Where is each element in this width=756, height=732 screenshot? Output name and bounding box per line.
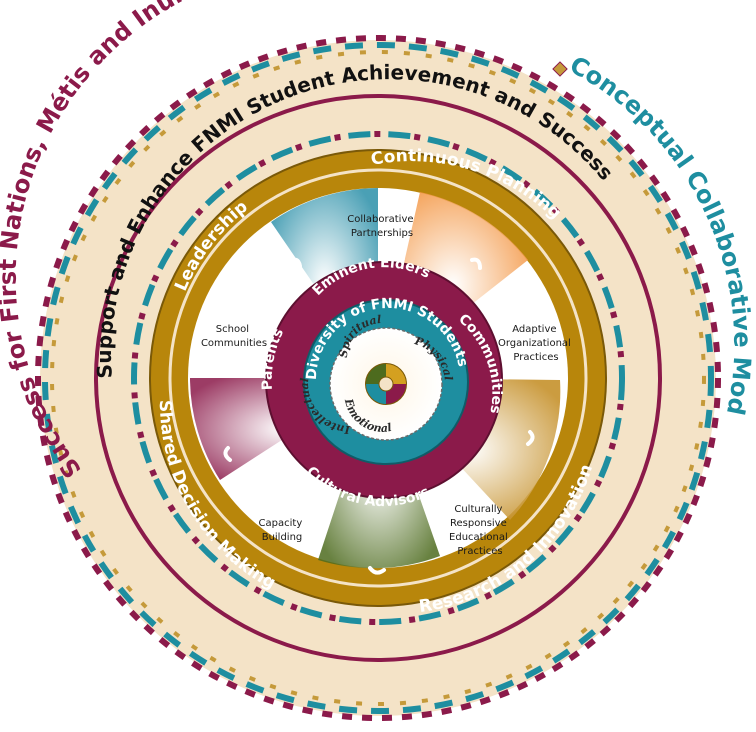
separator-diamond-icon (552, 61, 568, 77)
sector-label-adaptive-practices: Adaptive Organizational Practices (498, 324, 574, 363)
sector-label-school-communities: School Communities (201, 324, 267, 349)
swoosh-markers (223, 257, 535, 575)
beige-dash-ring (131, 131, 625, 625)
sector-label-culturally-responsive: Culturally Responsive Educational Practi… (449, 504, 511, 557)
beige-dash-ring-2 (131, 131, 625, 625)
medicine-wheel-emblem (365, 363, 407, 405)
sector-label-capacity-building: Capacity Building (259, 518, 306, 543)
sector-label-collaborative-partnerships: Collaborative Partnerships (347, 214, 416, 239)
